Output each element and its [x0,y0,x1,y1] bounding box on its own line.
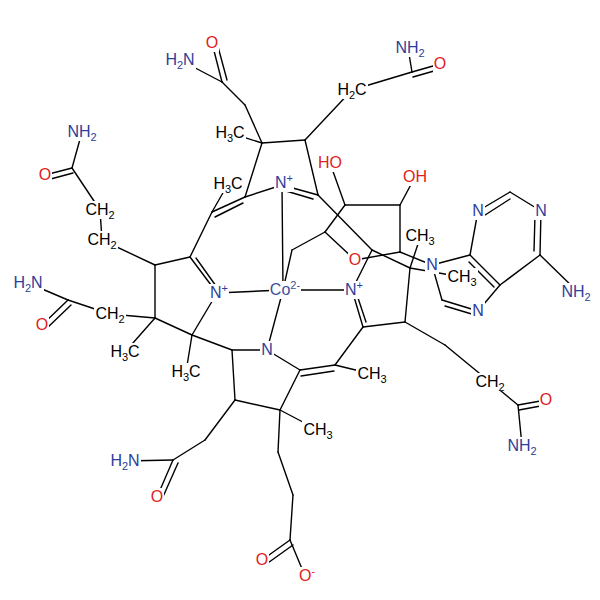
atom-label: O [150,488,164,506]
atom-label: H2C [336,81,367,99]
atom-label: OH [402,168,428,186]
atom-label: O- [298,567,316,585]
atom-label: CH3 [404,227,435,245]
atom-label: N [260,341,274,359]
atom-label: H2N [164,51,195,69]
atom-label: NH2 [506,437,537,455]
atom-label: N+ [209,284,229,302]
atom-label: H3C [109,343,140,361]
atom-label: O [539,391,553,409]
atom-label: N+ [274,174,294,192]
atom-label: N [471,202,485,220]
atom-label: O [38,166,52,184]
atom-label: H3C [170,363,201,381]
atom-label: O [205,34,219,52]
atom-label: CH2 [94,305,125,323]
atom-label: N [534,202,548,220]
atom-label: CH2 [86,231,117,249]
atom-label: N [425,256,439,274]
atom-label: CH3 [356,365,387,383]
atom-label: O [348,251,362,269]
atom-label: N [471,302,485,320]
atom-label: H2N [12,274,43,292]
atom-label: CH3 [446,268,477,286]
atom-label: H3C [214,124,245,142]
atom-label: N+ [344,281,364,299]
atom-label: O [35,316,49,334]
atom-label: CH2 [84,201,115,219]
atom-label: O [255,551,269,569]
atom-label: CH3 [302,421,333,439]
atom-label: O [433,55,447,73]
atom-label: CH2 [474,373,505,391]
atom-label: Co2- [269,281,301,299]
atom-label: H2N [109,452,140,470]
atom-label: HO [317,154,343,172]
atom-label: H3C [212,175,243,193]
atom-label: NH2 [560,283,591,301]
atom-label: NH2 [66,123,97,141]
atom-label: NH2 [394,39,425,57]
